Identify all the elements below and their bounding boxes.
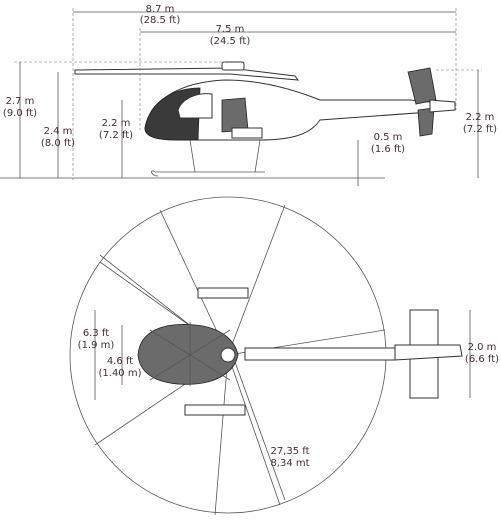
front-window <box>177 93 213 119</box>
skid-top-lower <box>184 404 246 416</box>
main-rotor-side <box>74 67 300 81</box>
tail-tip-top <box>394 344 463 361</box>
top-view: 6.3 ft (1.9 m) 4.6 ft (1.40 m) 2.0 m (6.… <box>69 196 499 516</box>
tail-tip <box>429 99 456 113</box>
mast-height-ft: (8.0 ft) <box>41 138 75 149</box>
fuselage-length-ft: (24.5 ft) <box>210 36 251 47</box>
side-view: 8.7 m (28.5 ft) 7.5 m (24.5 ft) 2.7 m (9… <box>0 4 497 186</box>
door-window <box>221 97 249 133</box>
tail-height-m: 2.2 m <box>466 112 495 123</box>
tail-boom-top <box>244 347 396 361</box>
tail-height-ft: (7.2 ft) <box>463 124 497 135</box>
canopy-frames-top <box>149 322 231 386</box>
skid-struts <box>189 139 261 173</box>
ground-clearance-m: 0.5 m <box>374 132 403 143</box>
side-equipment <box>231 127 263 139</box>
tail-span-m: 2.0 m <box>468 342 497 353</box>
overall-length-m: 8.7 m <box>146 4 175 15</box>
tail-span-ft: (6.6 ft) <box>465 354 499 365</box>
total-height-m: 2.7 m <box>6 96 35 107</box>
rotor-radius-m: 8,34 mt <box>270 458 309 469</box>
cabin-width-m: (1.40 m) <box>99 368 142 379</box>
cabin-height-ft: (7.2 ft) <box>99 130 133 141</box>
vertical-tail-upper <box>407 67 437 105</box>
cabin-width-ft: 4.6 ft <box>107 356 133 367</box>
skid-width-m: (1.9 m) <box>78 340 115 351</box>
overall-length-ft: (28.5 ft) <box>140 15 181 26</box>
cabin-height-m: 2.2 m <box>102 118 131 129</box>
rotor-hub-side <box>221 61 245 71</box>
skid-width-ft: 6.3 ft <box>83 328 109 339</box>
mast-height-m: 2.4 m <box>44 126 73 137</box>
ground-clearance-ft: (1.6 ft) <box>371 144 405 155</box>
vertical-tail-lower <box>417 107 435 137</box>
rotor-hub-top <box>220 347 236 363</box>
rotor-radius-ft: 27,35 ft <box>270 446 309 457</box>
total-height-ft: (9.0 ft) <box>3 108 37 119</box>
fuselage-length-m: 7.5 m <box>216 24 245 35</box>
skid-top-upper <box>197 287 249 299</box>
skid <box>151 170 265 177</box>
